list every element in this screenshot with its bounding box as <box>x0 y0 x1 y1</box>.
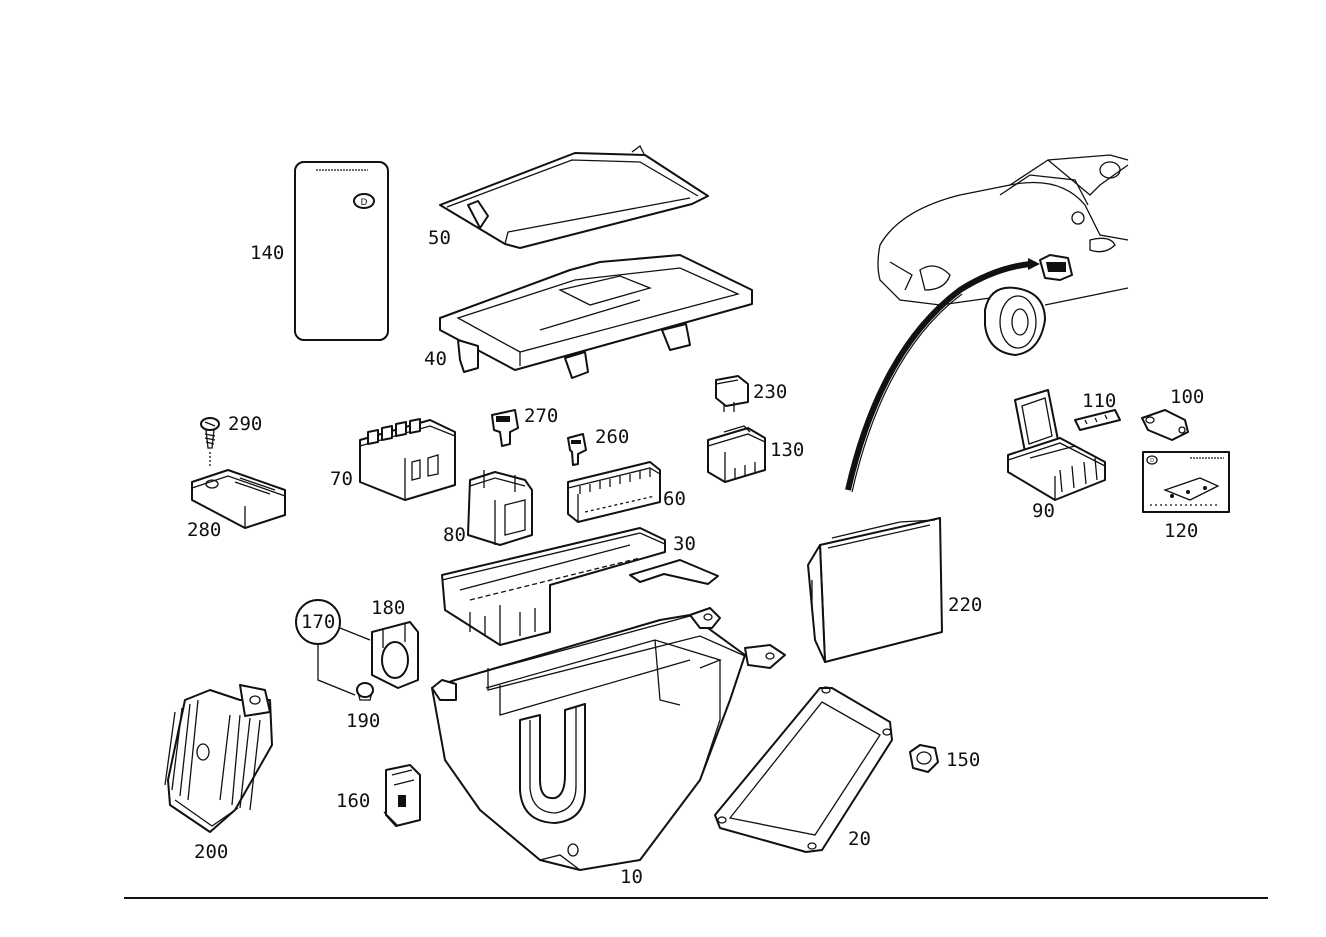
label-100: 100 <box>1170 386 1204 408</box>
callout-labels: 140 50 40 290 270 230 260 130 70 60 280 … <box>187 227 1204 888</box>
label-290: 290 <box>228 413 262 435</box>
label-80: 80 <box>443 524 466 546</box>
part-100-connector <box>1141 409 1189 441</box>
part-180-clip <box>371 621 419 689</box>
label-120: 120 <box>1164 520 1198 542</box>
part-200-module <box>164 684 273 833</box>
label-160: 160 <box>336 790 370 812</box>
label-220: 220 <box>948 594 982 616</box>
location-arrow <box>845 258 1040 493</box>
card-140-badge: D <box>361 198 368 208</box>
part-20-gasket <box>714 686 893 853</box>
label-260: 260 <box>595 426 629 448</box>
label-110: 110 <box>1082 390 1116 412</box>
label-280: 280 <box>187 519 221 541</box>
label-50: 50 <box>428 227 451 249</box>
label-270: 270 <box>524 405 558 427</box>
part-60-fuse-strip <box>567 461 661 523</box>
part-80-relay-socket <box>467 470 533 546</box>
part-170-callout <box>295 599 371 696</box>
label-70: 70 <box>330 468 353 490</box>
label-130: 130 <box>770 439 804 461</box>
part-150-nut <box>909 744 939 773</box>
label-140: 140 <box>250 242 284 264</box>
part-120-instruction-card: D <box>1142 451 1230 513</box>
label-10: 10 <box>620 866 643 888</box>
card-120-badge: D <box>1150 458 1154 464</box>
part-230-relay <box>715 375 749 412</box>
label-200: 200 <box>194 841 228 863</box>
label-60: 60 <box>663 488 686 510</box>
part-190-plug <box>356 682 374 701</box>
part-270-fuse <box>491 409 519 447</box>
part-70-connector <box>359 418 456 501</box>
part-140-label-card: D <box>294 161 389 341</box>
label-190: 190 <box>346 710 380 732</box>
part-40-frame <box>439 254 753 379</box>
part-290-screw <box>200 417 220 466</box>
label-20: 20 <box>848 828 871 850</box>
car-location-view <box>877 154 1129 356</box>
label-170: 170 <box>301 611 335 633</box>
part-280-holder <box>191 469 286 529</box>
part-30-carrier <box>441 527 719 646</box>
part-90-fuse-box <box>1007 389 1106 501</box>
part-110-bar <box>1074 409 1121 431</box>
part-260-fuse <box>567 433 587 466</box>
part-10-housing <box>431 607 786 871</box>
label-180: 180 <box>371 597 405 619</box>
label-90: 90 <box>1032 500 1055 522</box>
label-40: 40 <box>424 348 447 370</box>
part-50-cover <box>439 145 709 249</box>
label-150: 150 <box>946 749 980 771</box>
label-30: 30 <box>673 533 696 555</box>
part-130-relay-block <box>707 425 766 483</box>
label-230: 230 <box>753 381 787 403</box>
part-160-clip <box>383 764 421 827</box>
part-220-board <box>807 517 943 663</box>
